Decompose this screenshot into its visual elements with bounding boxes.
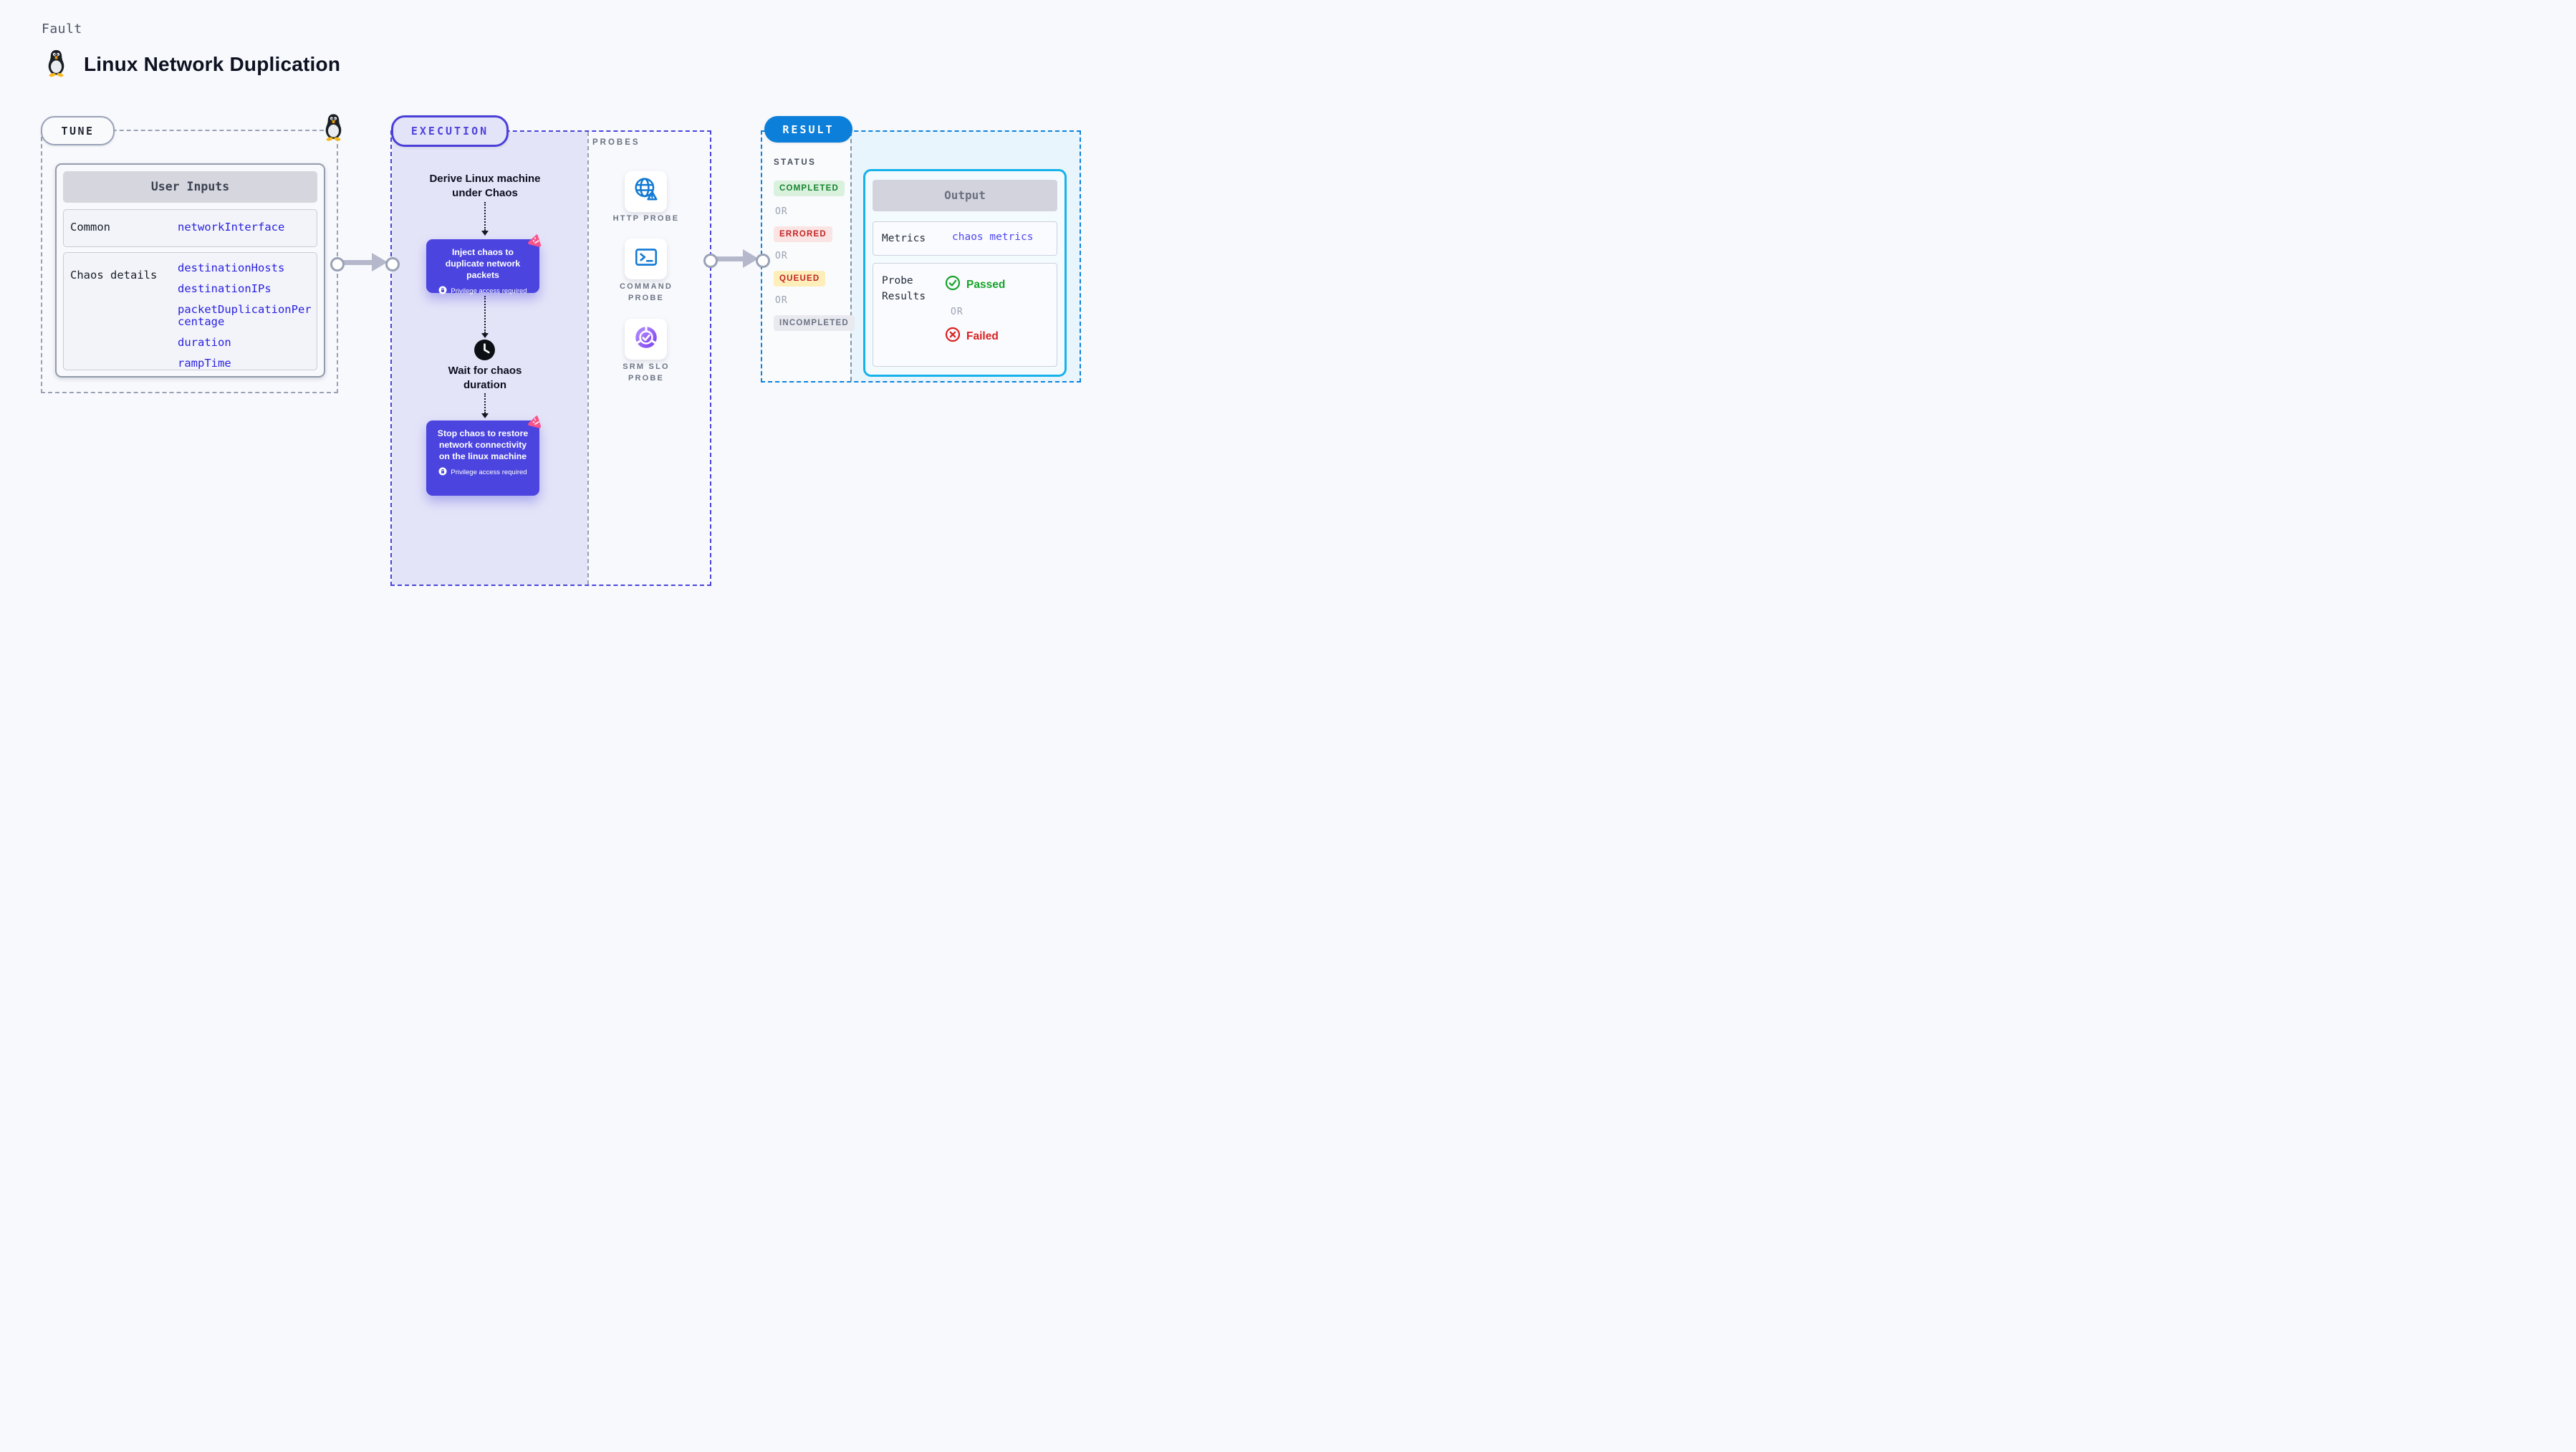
privilege-note: Privilege access required <box>438 286 527 297</box>
param-link-destinationIPs[interactable]: destinationIPs <box>178 282 271 295</box>
param-link-list: destinationHosts destinationIPs packetDu… <box>178 262 315 378</box>
chaos-pink-icon <box>527 233 543 249</box>
output-header: Output <box>873 180 1057 211</box>
execution-probes-divider <box>587 132 589 585</box>
chaos-pink-icon <box>527 414 543 430</box>
tune-badge: TUNE <box>41 116 115 145</box>
chaos-metrics-link[interactable]: chaos metrics <box>952 231 1034 243</box>
table-row: Chaos details destinationHosts destinati… <box>63 252 317 370</box>
step-wait-duration: Wait for chaos duration <box>448 365 522 391</box>
status-output-divider <box>850 132 852 381</box>
status-column-label: STATUS <box>774 158 817 167</box>
clock-icon <box>474 339 496 361</box>
step-inject-chaos: Inject chaos to duplicate network packet… <box>426 239 539 295</box>
connector-dot <box>756 254 770 268</box>
step-derive-machine: Derive Linux machine under Chaos <box>429 173 541 199</box>
arrowhead-icon <box>481 413 489 418</box>
metrics-row: Metrics chaos metrics <box>873 221 1057 256</box>
param-link-packetDuplicationPercentage[interactable]: packetDuplicationPercentage <box>178 303 312 328</box>
param-link-duration[interactable]: duration <box>178 336 231 349</box>
connector-dot <box>385 257 400 271</box>
verdict-failed: Failed <box>945 327 999 346</box>
verdict-passed-text: Passed <box>966 278 1006 291</box>
globe-warning-icon <box>633 176 660 207</box>
flow-arrow-execution-to-result <box>712 256 745 261</box>
x-circle-icon <box>945 327 961 346</box>
lock-icon <box>438 467 447 478</box>
or-separator: OR <box>775 251 788 261</box>
user-inputs-header: User Inputs <box>63 171 317 203</box>
probe-name-command: COMMAND PROBE <box>619 282 673 302</box>
probe-card-command <box>625 239 667 279</box>
or-separator: OR <box>775 295 788 306</box>
connector-dot <box>703 254 718 268</box>
privilege-note: Privilege access required <box>438 467 527 478</box>
probe-card-http <box>625 171 667 212</box>
output-card: Output Metrics chaos metrics Probe Resul… <box>863 169 1067 377</box>
or-separator: OR <box>775 206 788 217</box>
dotted-connector <box>484 393 486 413</box>
step-stop-chaos: Stop chaos to restore network connectivi… <box>426 420 539 496</box>
row-label: Chaos details <box>70 269 158 282</box>
tux-penguin-icon <box>322 112 345 142</box>
tux-penguin-icon <box>45 48 67 78</box>
connector-dot <box>330 257 345 271</box>
lock-icon <box>438 286 447 297</box>
param-link-rampTime[interactable]: rampTime <box>178 357 231 370</box>
check-circle-icon <box>945 275 961 294</box>
probe-name-http: HTTP PROBE <box>612 214 680 223</box>
status-badge-completed: COMPLETED <box>774 181 845 196</box>
arrowhead-icon <box>743 249 759 268</box>
arrowhead-icon <box>481 333 489 338</box>
verdict-failed-text: Failed <box>966 330 999 342</box>
metrics-label: Metrics <box>882 233 926 244</box>
probe-name-srm-slo: SRM SLO PROBE <box>623 362 670 383</box>
arrowhead-icon <box>372 253 388 271</box>
privilege-note-text: Privilege access required <box>451 287 527 295</box>
execution-badge: EXECUTION <box>391 115 509 147</box>
probes-section-label: PROBES <box>592 138 640 147</box>
probe-results-label: Probe Results <box>882 275 926 302</box>
status-badge-incompleted: INCOMPLETED <box>774 315 855 331</box>
step-title: Stop chaos to restore network connectivi… <box>437 428 529 462</box>
page-title: Linux Network Duplication <box>84 53 341 75</box>
result-badge: RESULT <box>764 116 852 143</box>
arrowhead-icon <box>481 231 489 236</box>
or-separator: OR <box>951 307 963 317</box>
slo-pie-check-icon <box>633 324 660 355</box>
fault-eyebrow: Fault <box>42 21 82 37</box>
step-title: Inject chaos to duplicate network packet… <box>445 247 521 281</box>
status-badge-queued: QUEUED <box>774 271 826 287</box>
row-label: Common <box>70 221 110 234</box>
terminal-icon <box>633 244 660 274</box>
privilege-note-text: Privilege access required <box>451 468 527 476</box>
probe-results-row: Probe Results Passed OR Failed <box>873 263 1057 367</box>
probe-card-srm-slo <box>625 319 667 360</box>
dotted-connector <box>484 296 486 333</box>
flow-arrow-tune-to-execution <box>339 260 374 265</box>
dotted-connector <box>484 202 486 231</box>
status-badge-errored: ERRORED <box>774 226 832 242</box>
status-column-background <box>762 132 850 381</box>
fault-diagram-page: Fault Linux Network Duplication TUNE <box>0 0 1116 629</box>
param-link-destinationHosts[interactable]: destinationHosts <box>178 261 285 274</box>
verdict-passed: Passed <box>945 275 1005 294</box>
user-inputs-card: User Inputs Common networkInterface Chao… <box>55 163 325 378</box>
table-row: Common networkInterface <box>63 209 317 247</box>
param-link-networkInterface[interactable]: networkInterface <box>178 221 285 234</box>
